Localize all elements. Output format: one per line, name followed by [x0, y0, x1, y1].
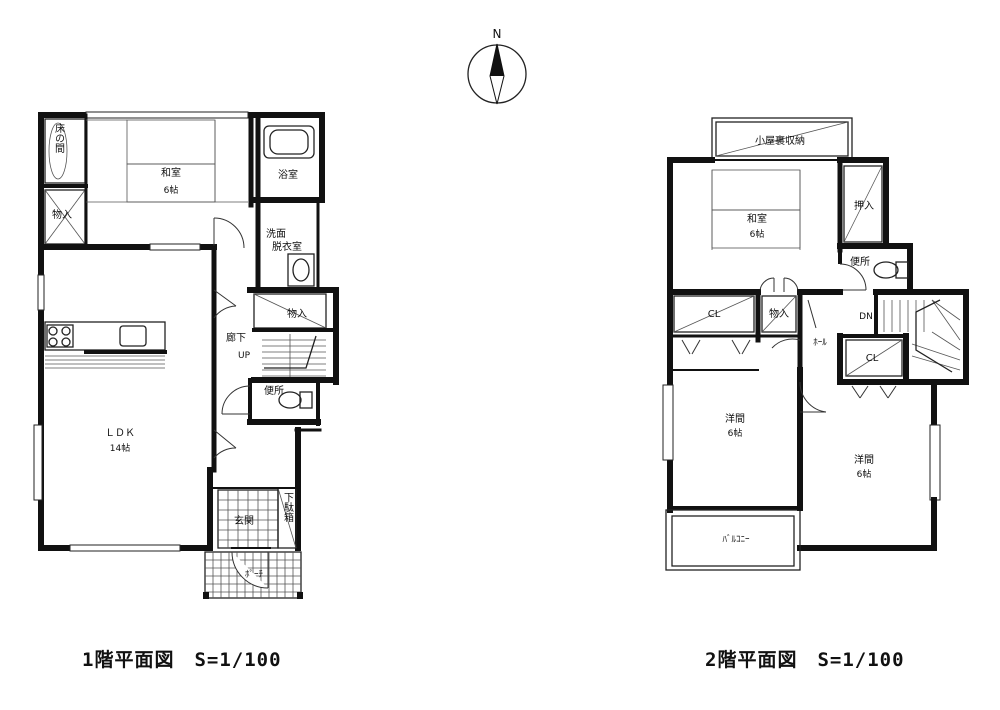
washitsu2-label: 和室	[747, 212, 767, 225]
stairs-dn-label: DN	[859, 312, 873, 322]
compass-needle-north-icon	[490, 44, 504, 76]
washitsu2-size-label: 6帖	[750, 228, 765, 240]
youma1-label: 洋間	[725, 412, 745, 425]
rouka-label: 廊下	[226, 331, 246, 344]
stairs-up-label: UP	[238, 351, 251, 361]
washitsu-size-label: 6帖	[164, 184, 179, 196]
youma2-label: 洋間	[854, 453, 874, 466]
datsuishitsu-label: 脱衣室	[272, 240, 302, 253]
monoire2-label: 物入	[287, 307, 307, 320]
senmen-label: 洗面	[266, 228, 286, 240]
balcony-label: ﾊﾞﾙｺﾆｰ	[722, 534, 750, 545]
benjo-label: 便所	[264, 384, 284, 397]
floor2-stairs	[874, 289, 969, 385]
floor1-plan: 床の間 物入 和室 6帖 浴室 洗面 脱衣室 物入 廊下 UP 便所 ＬＤＫ 1…	[33, 111, 339, 599]
floor1-stairs	[262, 334, 326, 378]
north-label: N	[493, 27, 502, 41]
washitsu-window	[85, 111, 249, 119]
youma2-size-label: 6帖	[857, 468, 872, 480]
ldk-bottom-window	[69, 544, 181, 552]
hall-label: ﾎｰﾙ	[813, 337, 827, 348]
benjo2-label: 便所	[850, 255, 870, 268]
cl2-label: CL	[866, 353, 879, 364]
compass: N	[467, 27, 527, 105]
monoire-label: 物入	[52, 208, 72, 221]
yokushitsu-label: 浴室	[278, 168, 298, 181]
ldk-label: ＬＤＫ	[105, 428, 135, 439]
oshiire-label: 押入	[854, 199, 874, 212]
youma1-size-label: 6帖	[728, 427, 743, 439]
washitsu-label: 和室	[161, 166, 181, 179]
getabako-label: 下駄箱	[282, 492, 294, 523]
porch-tile	[203, 551, 303, 599]
genkan-label: 玄関	[234, 514, 254, 527]
cl1-label: CL	[708, 309, 721, 320]
monoire3-label: 物入	[769, 307, 789, 320]
tokonoma-label: 床の間	[53, 122, 65, 154]
ldk-side-window	[33, 424, 43, 501]
floor1-caption: 1階平面図 S=1/100	[82, 649, 282, 671]
kitchen-counter	[44, 321, 167, 369]
koyaura-label: 小屋裏収納	[755, 134, 805, 147]
ldk-size-label: 14帖	[110, 442, 130, 454]
floor2-plan: 小屋裏収納 和室 6帖 押入 便所 CL 物入 DN ﾎｰﾙ CL 洋間 6帖 …	[662, 117, 969, 571]
porch-label: ﾎﾟｰﾁ	[245, 569, 264, 580]
floor2-caption: 2階平面図 S=1/100	[705, 649, 905, 671]
